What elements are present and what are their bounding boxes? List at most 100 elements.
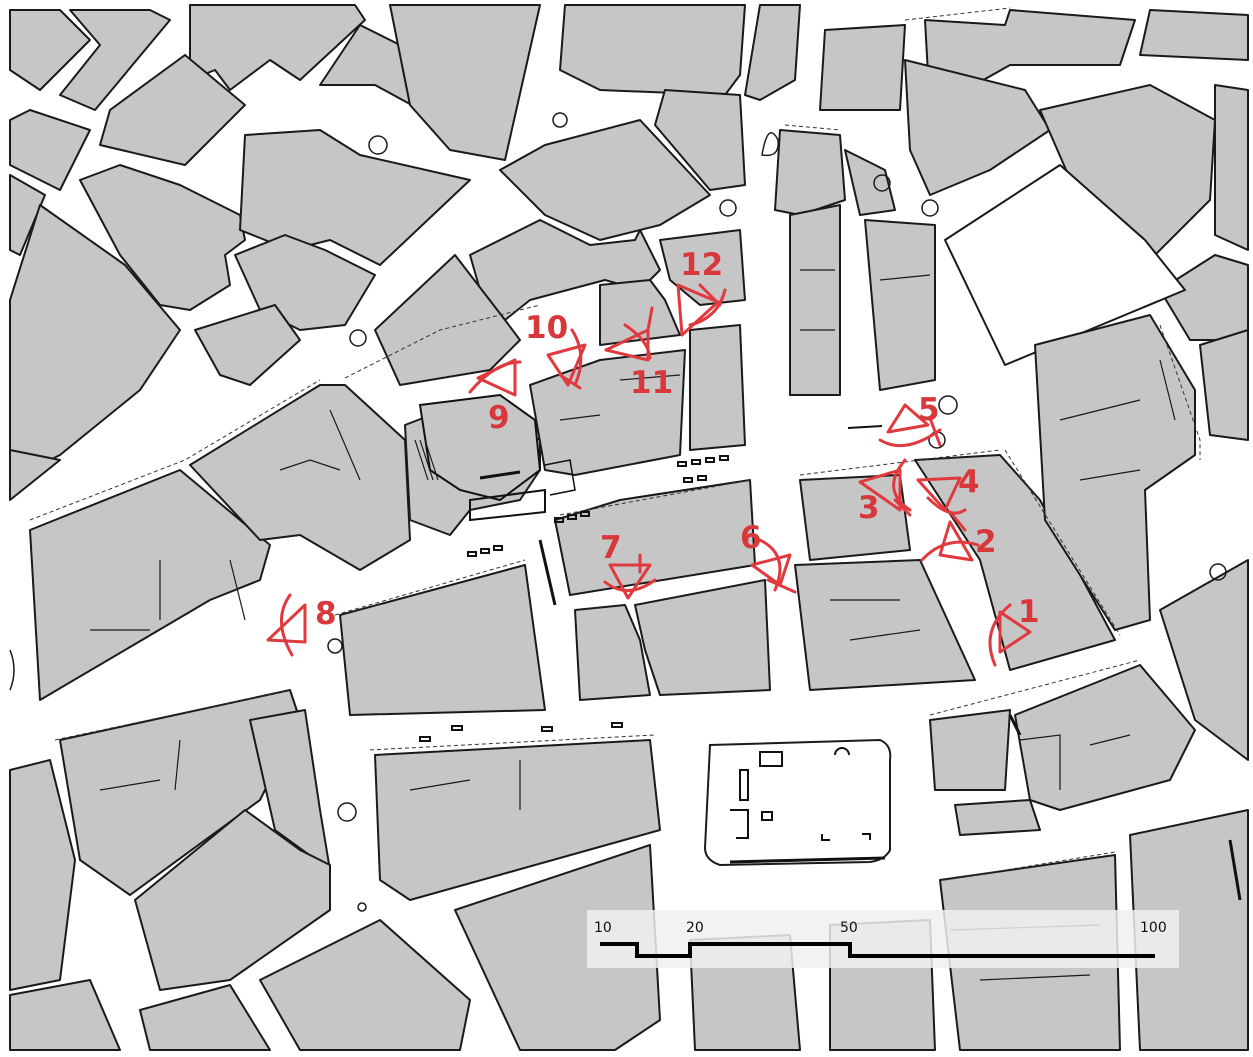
tree-icon bbox=[357, 902, 367, 912]
city-block bbox=[389, 4, 541, 161]
city-block bbox=[189, 384, 411, 571]
curb-lines bbox=[29, 7, 1201, 881]
viewpoint-label-5: 5 bbox=[918, 392, 940, 428]
viewpoint-label-10: 10 bbox=[525, 310, 568, 346]
city-block bbox=[559, 4, 746, 96]
theatre-building bbox=[414, 393, 576, 522]
viewpoint-marker-3[interactable]: 3 bbox=[858, 458, 912, 526]
viewpoint-marker-2[interactable]: 2 bbox=[920, 510, 997, 562]
city-block bbox=[689, 324, 746, 451]
city-block bbox=[1129, 809, 1249, 1051]
city-block bbox=[599, 279, 681, 346]
city-block bbox=[864, 219, 936, 391]
tree-icon bbox=[719, 199, 737, 217]
tree-icon bbox=[368, 135, 388, 155]
city-block bbox=[904, 59, 1051, 196]
tree-icon bbox=[349, 329, 367, 347]
city-block bbox=[1159, 254, 1249, 341]
central-plaza bbox=[703, 738, 892, 867]
viewpoint-marker-6[interactable]: 6 bbox=[740, 520, 797, 594]
city-block bbox=[9, 449, 61, 501]
tree-icon bbox=[938, 395, 958, 415]
viewpoint-label-9: 9 bbox=[488, 400, 510, 436]
viewpoint-label-11: 11 bbox=[630, 365, 673, 401]
city-block bbox=[374, 254, 521, 386]
scale-bar-background bbox=[587, 910, 1179, 968]
island-icon bbox=[761, 131, 779, 157]
city-block bbox=[249, 709, 331, 871]
tree-icon bbox=[873, 174, 891, 192]
viewpoint-label-4: 4 bbox=[958, 464, 980, 500]
city-block bbox=[744, 4, 801, 101]
viewpoint-label-12: 12 bbox=[680, 247, 723, 283]
city-block bbox=[9, 759, 76, 991]
tree-icon bbox=[337, 802, 357, 822]
viewpoint-label-8: 8 bbox=[315, 596, 337, 632]
viewpoint-marker-10[interactable]: 10 bbox=[525, 310, 587, 390]
viewpoint-label-2: 2 bbox=[975, 524, 997, 560]
city-block bbox=[339, 564, 546, 716]
viewpoint-marker-11[interactable]: 11 bbox=[604, 306, 673, 401]
street-trees bbox=[9, 112, 1227, 912]
city-block bbox=[79, 164, 246, 311]
city-block bbox=[654, 89, 746, 191]
city-block bbox=[789, 204, 841, 396]
viewpoint-label-1: 1 bbox=[1018, 594, 1040, 630]
city-block bbox=[634, 579, 771, 696]
viewpoint-marker-8[interactable]: 8 bbox=[266, 593, 337, 657]
viewpoint-label-7: 7 bbox=[600, 530, 622, 566]
city-block bbox=[194, 304, 301, 386]
viewpoint-marker-5[interactable]: 5 bbox=[878, 392, 942, 448]
viewpoint-marker-9[interactable]: 9 bbox=[468, 358, 522, 436]
scale-tick-label: 100 bbox=[1140, 920, 1167, 936]
city-block bbox=[99, 54, 246, 166]
city-block bbox=[819, 24, 906, 111]
tree-icon bbox=[921, 199, 939, 217]
viewpoint-markers: 1 2 3 4 5 6 7 bbox=[266, 247, 1040, 667]
city-block bbox=[1214, 84, 1249, 251]
city-block bbox=[1199, 329, 1249, 441]
viewpoint-marker-1[interactable]: 1 bbox=[988, 594, 1040, 667]
city-block bbox=[794, 559, 976, 691]
tree-icon bbox=[552, 112, 568, 128]
scale-tick-label: 10 bbox=[594, 920, 612, 936]
viewpoint-label-6: 6 bbox=[740, 520, 762, 556]
city-block bbox=[9, 979, 121, 1051]
city-block bbox=[454, 844, 661, 1051]
city-block bbox=[1159, 559, 1249, 761]
building-lines bbox=[90, 269, 1242, 981]
island-icon bbox=[9, 649, 15, 691]
city-block bbox=[954, 799, 1041, 836]
city-block bbox=[9, 174, 46, 256]
tree-icon bbox=[327, 638, 343, 654]
viewpoint-marker-7[interactable]: 7 bbox=[600, 530, 657, 600]
city-block bbox=[9, 109, 91, 191]
scale-bar: 10 20 50 100 bbox=[587, 910, 1179, 968]
viewpoint-marker-12[interactable]: 12 bbox=[676, 247, 727, 337]
scale-tick-label: 50 bbox=[840, 920, 858, 936]
city-block bbox=[29, 469, 271, 701]
city-block bbox=[554, 479, 756, 596]
scale-bar-line bbox=[600, 942, 1155, 958]
city-blocks bbox=[9, 4, 1249, 1051]
city-block bbox=[1139, 9, 1249, 61]
city-block bbox=[774, 129, 846, 216]
city-block bbox=[59, 9, 171, 111]
city-block bbox=[9, 9, 91, 91]
scale-tick-label: 20 bbox=[686, 920, 704, 936]
city-block bbox=[259, 919, 471, 1051]
city-block bbox=[239, 129, 471, 266]
viewpoint-marker-4[interactable]: 4 bbox=[916, 464, 980, 515]
city-block bbox=[574, 604, 651, 701]
city-block bbox=[844, 149, 896, 216]
city-block bbox=[499, 119, 711, 241]
viewpoint-label-3: 3 bbox=[858, 490, 880, 526]
city-block bbox=[929, 709, 1011, 791]
city-block bbox=[374, 739, 661, 901]
city-block bbox=[134, 809, 331, 991]
open-square bbox=[944, 164, 1186, 366]
city-block bbox=[139, 984, 271, 1051]
street-furniture bbox=[419, 425, 883, 742]
